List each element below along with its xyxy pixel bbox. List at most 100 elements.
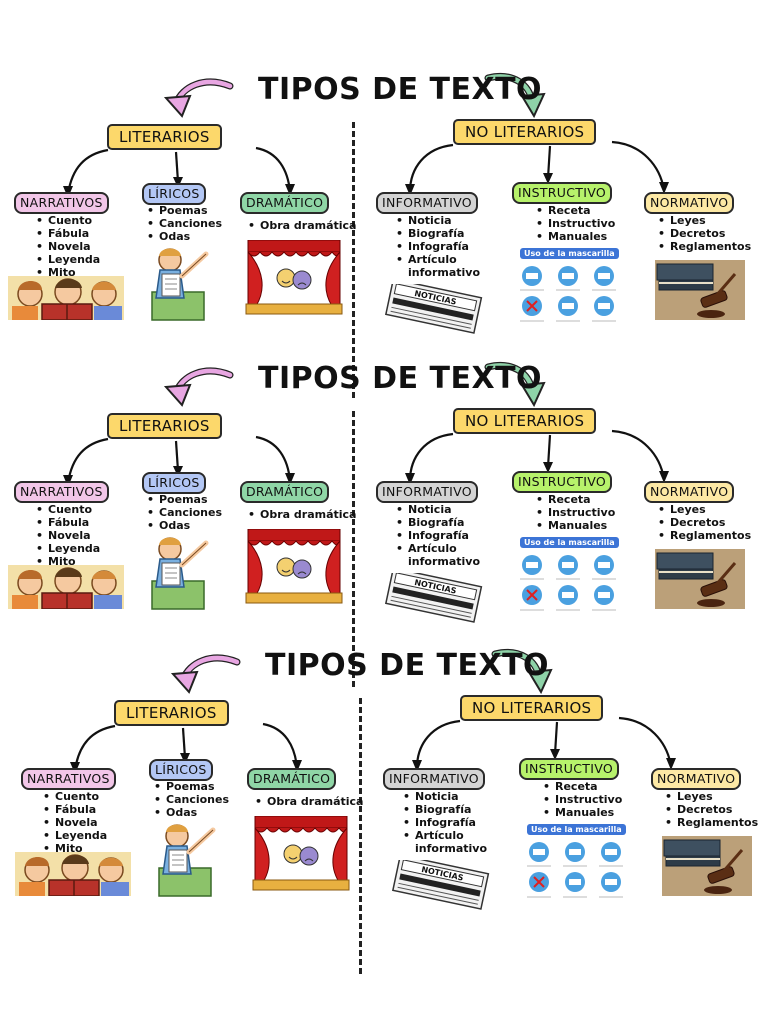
dramatico-list: Obra dramática	[246, 219, 356, 232]
list-item: Reglamentos	[663, 816, 758, 829]
gavel-books-illustration	[662, 836, 752, 896]
narrativos-node: NARRATIVOS	[14, 192, 109, 214]
list-item: Manuales	[534, 519, 615, 532]
list-item: Mito	[41, 842, 107, 855]
list-item: Instructivo	[541, 793, 622, 806]
infographic-title: Uso de la mascarilla	[520, 248, 619, 259]
no-literarios-node: NO LITERARIOS	[453, 408, 597, 434]
normativo-node: NORMATIVO	[644, 481, 735, 503]
list-item: Artículo informativo	[401, 829, 487, 855]
instructivo-list: Receta Instructivo Manuales	[534, 204, 615, 243]
liricos-list: Poemas Canciones Odas	[152, 780, 229, 819]
poet-illustration	[150, 246, 216, 322]
dramatico-list: Obra dramática	[246, 508, 356, 521]
list-item: Decretos	[663, 803, 758, 816]
newspaper-illustration: NOTICIAS	[378, 573, 488, 623]
divider-line	[352, 411, 355, 687]
list-item: Decretos	[656, 516, 751, 529]
list-item: Manuales	[534, 230, 615, 243]
liricos-list: Poemas Canciones Odas	[145, 493, 222, 532]
liricos-list: Poemas Canciones Odas	[145, 204, 222, 243]
list-item: Mito	[34, 555, 100, 568]
children-reading-illustration	[8, 276, 124, 320]
connector-lines	[63, 73, 669, 198]
list-item: Mito	[34, 266, 100, 279]
no-literarios-node: NO LITERARIOS	[453, 119, 597, 145]
list-item: Decretos	[656, 227, 751, 240]
list-item: Biografía	[401, 803, 501, 816]
narrativos-node: NARRATIVOS	[14, 481, 109, 503]
informativo-list: Noticia Biografía Infografía Artículo in…	[394, 503, 494, 568]
list-item: Manuales	[541, 806, 622, 819]
list-item: Obra dramática	[246, 508, 356, 521]
infographic-title: Uso de la mascarilla	[520, 537, 619, 548]
infographic-title: Uso de la mascarilla	[527, 824, 626, 835]
list-item: Fábula	[41, 803, 107, 816]
list-item: Leyenda	[41, 829, 107, 842]
gavel-books-illustration	[655, 549, 745, 609]
list-item: Novela	[34, 529, 100, 542]
children-reading-illustration	[8, 565, 124, 609]
list-item: Noticia	[401, 790, 501, 803]
liricos-node: LÍRICOS	[149, 759, 213, 781]
informativo-list: Noticia Biografía Infografía Artículo in…	[394, 214, 494, 279]
narrativos-list: Cuento Fábula Novela Leyenda Mito	[34, 214, 100, 279]
gavel-books-illustration	[655, 260, 745, 320]
page-title: TIPOS DE TEXTO	[258, 361, 543, 396]
list-item: Obra dramática	[253, 795, 363, 808]
list-item: Leyenda	[34, 253, 100, 266]
mask-infographic-illustration: Uso de la mascarilla	[516, 535, 628, 615]
list-item: Artículo informativo	[394, 253, 480, 279]
instructivo-node: INSTRUCTIVO	[512, 182, 612, 204]
poet-illustration	[150, 535, 216, 611]
list-item: Infografía	[394, 529, 494, 542]
list-item: Odas	[152, 806, 229, 819]
connector-lines	[63, 362, 669, 487]
liricos-node: LÍRICOS	[142, 472, 206, 494]
connector-lines	[70, 649, 676, 774]
list-item: Biografía	[394, 516, 494, 529]
list-item: Cuento	[41, 790, 107, 803]
list-item: Instructivo	[534, 217, 615, 230]
list-item: Leyes	[656, 214, 751, 227]
list-item: Receta	[534, 204, 615, 217]
list-item: Instructivo	[534, 506, 615, 519]
mask-infographic-illustration: Uso de la mascarilla	[516, 246, 628, 326]
list-item: Leyes	[656, 503, 751, 516]
list-item: Biografía	[394, 227, 494, 240]
theater-stage-illustration	[251, 816, 351, 892]
instructivo-node: INSTRUCTIVO	[512, 471, 612, 493]
list-item: Novela	[41, 816, 107, 829]
list-item: Fábula	[34, 227, 100, 240]
concept-map-panel-3: TIPOS DE TEXTO LITERARIOS NARRATIVOS Cue…	[7, 648, 768, 974]
list-item: Canciones	[152, 793, 229, 806]
list-item: Poemas	[145, 493, 222, 506]
instructivo-list: Receta Instructivo Manuales	[534, 493, 615, 532]
informativo-node: INFORMATIVO	[376, 192, 478, 214]
list-item: Infografía	[394, 240, 494, 253]
liricos-node: LÍRICOS	[142, 183, 206, 205]
list-item: Obra dramática	[246, 219, 356, 232]
dramatico-node: DRAMÁTICO	[240, 481, 330, 503]
instructivo-list: Receta Instructivo Manuales	[541, 780, 622, 819]
normativo-node: NORMATIVO	[644, 192, 735, 214]
page-title: TIPOS DE TEXTO	[265, 648, 550, 683]
instructivo-node: INSTRUCTIVO	[519, 758, 619, 780]
list-item: Cuento	[34, 214, 100, 227]
concept-map-panel-2: TIPOS DE TEXTO LITERARIOS NARRATIVOS Cue…	[0, 361, 768, 687]
list-item: Canciones	[145, 217, 222, 230]
no-literarios-node: NO LITERARIOS	[460, 695, 604, 721]
dramatico-node: DRAMÁTICO	[240, 192, 330, 214]
poet-illustration	[157, 822, 223, 898]
normativo-list: Leyes Decretos Reglamentos	[656, 214, 751, 253]
informativo-list: Noticia Biografía Infografía Artículo in…	[401, 790, 501, 855]
divider-line	[359, 698, 362, 974]
mask-infographic-illustration: Uso de la mascarilla	[523, 822, 635, 902]
list-item: Receta	[541, 780, 622, 793]
normativo-node: NORMATIVO	[651, 768, 742, 790]
list-item: Artículo informativo	[394, 542, 480, 568]
literarios-node: LITERARIOS	[107, 124, 222, 150]
divider-line	[352, 122, 355, 398]
list-item: Canciones	[145, 506, 222, 519]
list-item: Leyenda	[34, 542, 100, 555]
